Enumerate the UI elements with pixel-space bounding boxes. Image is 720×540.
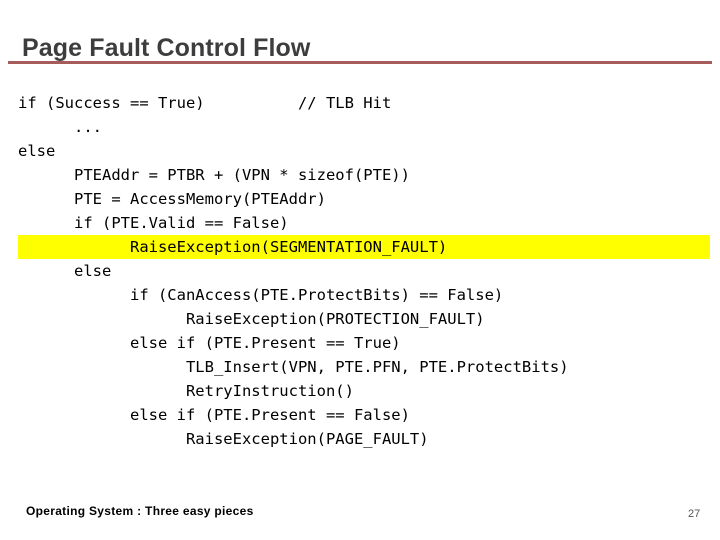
code-line: else if (PTE.Present == True)	[18, 334, 401, 352]
code-line: else	[18, 142, 56, 160]
code-line: if (CanAccess(PTE.ProtectBits) == False)	[18, 286, 504, 304]
code-line: ...	[18, 118, 102, 136]
code-line-highlighted: RaiseException(SEGMENTATION_FAULT)	[18, 235, 710, 259]
title-divider	[8, 61, 712, 64]
code-line: RaiseException(PROTECTION_FAULT)	[18, 310, 485, 328]
code-line: TLB_Insert(VPN, PTE.PFN, PTE.ProtectBits…	[18, 358, 569, 376]
code-line: RaiseException(PAGE_FAULT)	[18, 430, 429, 448]
page-title: Page Fault Control Flow	[22, 33, 311, 62]
code-line: if (Success == True) // TLB Hit	[18, 94, 392, 112]
code-line: PTEAddr = PTBR + (VPN * sizeof(PTE))	[18, 166, 410, 184]
code-block: if (Success == True) // TLB Hit ... else …	[0, 91, 720, 451]
code-line: else if (PTE.Present == False)	[18, 406, 410, 424]
page-number: 27	[688, 508, 701, 520]
code-line: RetryInstruction()	[18, 382, 354, 400]
footer-label: Operating System : Three easy pieces	[26, 504, 254, 518]
code-line: PTE = AccessMemory(PTEAddr)	[18, 190, 326, 208]
code-line: else	[18, 262, 112, 280]
code-line: if (PTE.Valid == False)	[18, 214, 289, 232]
